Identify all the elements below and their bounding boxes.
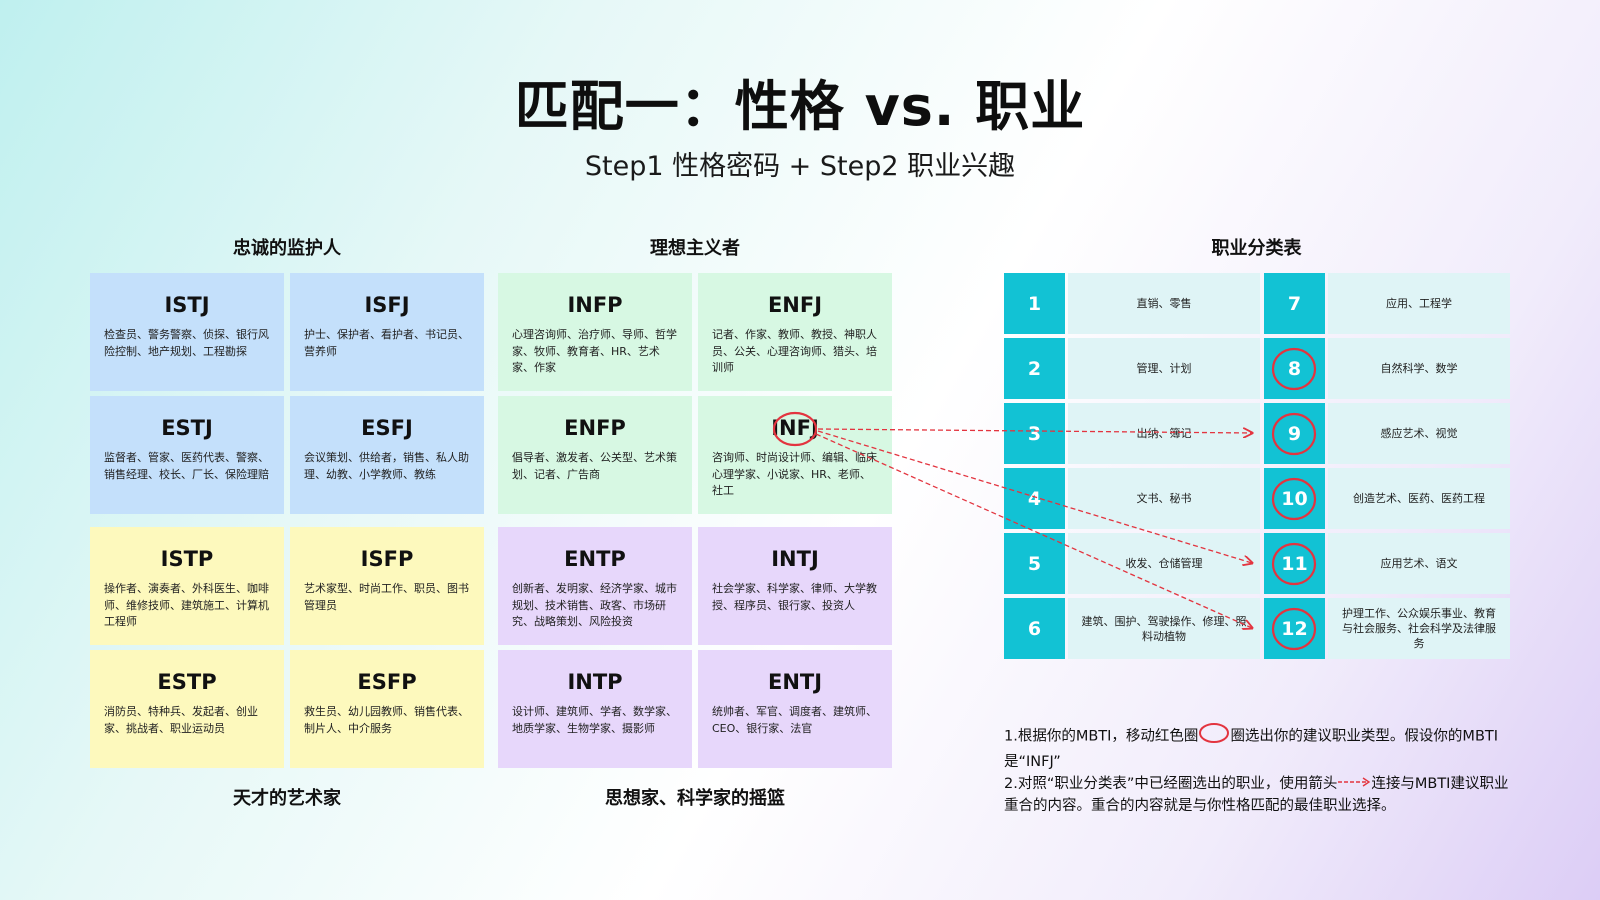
instructions: 1.根据你的MBTI，移动红色圈圈选出你的建议职业类型。假设你的MBTI是“IN… xyxy=(1004,722,1514,817)
mbti-jobs: 记者、作家、教师、教授、神职人员、公关、心理咨询师、猎头、培训师 xyxy=(712,328,877,374)
mbti-card-entp[interactable]: ENTP 创新者、发明家、经济学家、城市规划、技术销售、政客、市场研究、战略策划… xyxy=(498,527,692,645)
career-desc-cell[interactable]: 创造艺术、医药、医药工程 xyxy=(1328,468,1510,529)
career-num-cell[interactable]: 8 xyxy=(1264,338,1325,399)
mbti-card-esfj[interactable]: ESFJ 会议策划、供给者，销售、私人助理、幼教、小学教师、教练 xyxy=(290,396,484,514)
mbti-card-isfp[interactable]: ISFP 艺术家型、时尚工作、职员、图书管理员 xyxy=(290,527,484,645)
red-circle-icon xyxy=(1198,722,1230,751)
group-label-career-table: 职业分类表 xyxy=(1211,238,1302,259)
mbti-jobs: 设计师、建筑师、学者、数学家、地质学家、生物学家、摄影师 xyxy=(512,705,677,735)
mbti-code: ISFJ xyxy=(364,293,410,317)
mbti-code: ISFP xyxy=(360,547,414,571)
career-num-cell[interactable]: 5 xyxy=(1004,533,1065,594)
career-num-cell[interactable]: 9 xyxy=(1264,403,1325,464)
career-num-cell[interactable]: 2 xyxy=(1004,338,1065,399)
mbti-card-infj[interactable]: INFJ 咨询师、时尚设计师、编辑、临床心理学家、小说家、HR、老师、社工 xyxy=(698,396,892,514)
mbti-code: INFP xyxy=(567,293,623,317)
mbti-jobs: 咨询师、时尚设计师、编辑、临床心理学家、小说家、HR、老师、社工 xyxy=(712,451,877,497)
career-num-cell[interactable]: 3 xyxy=(1004,403,1065,464)
mbti-jobs: 操作者、演奏者、外科医生、咖啡师、维修技师、建筑施工、计算机工程师 xyxy=(104,582,269,628)
mbti-jobs: 消防员、特种兵、发起者、创业家、挑战者、职业运动员 xyxy=(104,705,258,735)
career-desc-cell[interactable]: 应用艺术、语文 xyxy=(1328,533,1510,594)
instruction-1b: 圈选出你的建议职业类型。假设你的MBTI是“INFJ” xyxy=(1004,728,1499,771)
mbti-jobs: 创新者、发明家、经济学家、城市规划、技术销售、政客、市场研究、战略策划、风险投资 xyxy=(512,582,677,628)
group-label-thinker: 思想家、科学家的摇篮 xyxy=(605,788,785,809)
page-subtitle: Step1 性格密码 + Step2 职业兴趣 xyxy=(584,151,1016,182)
career-desc-cell[interactable]: 直销、零售 xyxy=(1068,273,1260,334)
mbti-jobs: 会议策划、供给者，销售、私人助理、幼教、小学教师、教练 xyxy=(304,451,469,481)
mbti-code: INTJ xyxy=(771,547,819,571)
mbti-card-entj[interactable]: ENTJ 统帅者、军官、调度者、建筑师、CEO、银行家、法官 xyxy=(698,650,892,768)
mbti-code: ESTP xyxy=(157,670,217,694)
mbti-code: ENTJ xyxy=(767,670,823,694)
career-desc-cell[interactable]: 收发、仓储管理 xyxy=(1068,533,1260,594)
group-label-idealist: 理想主义者 xyxy=(650,238,740,259)
mbti-jobs: 心理咨询师、治疗师、导师、哲学家、牧师、教育者、HR、艺术家、作家 xyxy=(512,328,677,374)
page-title: 匹配一：性格 vs. 职业 xyxy=(514,75,1086,138)
mbti-code: ENTP xyxy=(564,547,626,571)
mbti-card-istp[interactable]: ISTP 操作者、演奏者、外科医生、咖啡师、维修技师、建筑施工、计算机工程师 xyxy=(90,527,284,645)
career-desc-cell[interactable]: 应用、工程学 xyxy=(1328,273,1510,334)
group-label-artist: 天才的艺术家 xyxy=(233,788,341,809)
mbti-code: ISTP xyxy=(160,547,214,571)
career-desc-cell[interactable]: 出纳、簿记 xyxy=(1068,403,1260,464)
instruction-1a: 1.根据你的MBTI，移动红色圈 xyxy=(1004,728,1199,745)
mbti-jobs: 护士、保护者、看护者、书记员、营养师 xyxy=(304,328,469,358)
career-desc-cell[interactable]: 感应艺术、视觉 xyxy=(1328,403,1510,464)
mbti-card-enfp[interactable]: ENFP 倡导者、激发者、公关型、艺术策划、记者、广告商 xyxy=(498,396,692,514)
mbti-jobs: 监督者、管家、医药代表、警察、销售经理、校长、厂长、保险理赔 xyxy=(104,451,269,481)
career-desc-cell[interactable]: 自然科学、数学 xyxy=(1328,338,1510,399)
mbti-card-intj[interactable]: INTJ 社会学家、科学家、律师、大学教授、程序员、银行家、投资人 xyxy=(698,527,892,645)
mbti-jobs: 艺术家型、时尚工作、职员、图书管理员 xyxy=(304,582,469,612)
mbti-code: ISTJ xyxy=(164,293,210,317)
career-num-cell[interactable]: 1 xyxy=(1004,273,1065,334)
career-num-cell[interactable]: 10 xyxy=(1264,468,1325,529)
mbti-code: INTP xyxy=(567,670,623,694)
mbti-jobs: 救生员、幼儿园教师、销售代表、制片人、中介服务 xyxy=(304,705,469,735)
dashed-arrow-icon xyxy=(1337,773,1371,795)
career-num-cell[interactable]: 4 xyxy=(1004,468,1065,529)
mbti-code: ENFJ xyxy=(767,293,823,317)
career-desc-cell[interactable]: 建筑、围护、驾驶操作、修理、照料动植物 xyxy=(1068,598,1260,659)
career-num-cell[interactable]: 7 xyxy=(1264,273,1325,334)
career-num-cell[interactable]: 6 xyxy=(1004,598,1065,659)
career-desc-cell[interactable]: 护理工作、公众娱乐事业、教育与社会服务、社会科学及法律服务 xyxy=(1328,598,1510,659)
career-num-cell[interactable]: 11 xyxy=(1264,533,1325,594)
group-label-guardian: 忠诚的监护人 xyxy=(233,238,341,259)
mbti-jobs: 统帅者、军官、调度者、建筑师、CEO、银行家、法官 xyxy=(712,705,877,735)
mbti-card-estp[interactable]: ESTP 消防员、特种兵、发起者、创业家、挑战者、职业运动员 xyxy=(90,650,284,768)
mbti-card-infp[interactable]: INFP 心理咨询师、治疗师、导师、哲学家、牧师、教育者、HR、艺术家、作家 xyxy=(498,273,692,391)
mbti-jobs: 倡导者、激发者、公关型、艺术策划、记者、广告商 xyxy=(512,451,677,481)
mbti-card-istj[interactable]: ISTJ 检查员、警务警察、侦探、银行风险控制、地产规划、工程勘探 xyxy=(90,273,284,391)
mbti-card-intp[interactable]: INTP 设计师、建筑师、学者、数学家、地质学家、生物学家、摄影师 xyxy=(498,650,692,768)
mbti-card-isfj[interactable]: ISFJ 护士、保护者、看护者、书记员、营养师 xyxy=(290,273,484,391)
mbti-code: ESTJ xyxy=(161,416,213,440)
mbti-code: INFJ xyxy=(771,416,819,440)
career-desc-cell[interactable]: 管理、计划 xyxy=(1068,338,1260,399)
mbti-card-enfj[interactable]: ENFJ 记者、作家、教师、教授、神职人员、公关、心理咨询师、猎头、培训师 xyxy=(698,273,892,391)
career-desc-cell[interactable]: 文书、秘书 xyxy=(1068,468,1260,529)
mbti-jobs: 社会学家、科学家、律师、大学教授、程序员、银行家、投资人 xyxy=(712,582,877,612)
mbti-card-estj[interactable]: ESTJ 监督者、管家、医药代表、警察、销售经理、校长、厂长、保险理赔 xyxy=(90,396,284,514)
career-num-cell[interactable]: 12 xyxy=(1264,598,1325,659)
mbti-code: ESFP xyxy=(357,670,417,694)
mbti-code: ENFP xyxy=(564,416,626,440)
mbti-jobs: 检查员、警务警察、侦探、银行风险控制、地产规划、工程勘探 xyxy=(104,328,269,358)
mbti-code: ESFJ xyxy=(361,416,413,440)
instruction-2a: 2.对照“职业分类表”中已经圈选出的职业，使用箭头 xyxy=(1004,776,1338,792)
instruction-2b: 连接与MBTI建议职业重合的内容。重合的内容就是与你性格匹配的最佳职业选择。 xyxy=(1004,776,1509,814)
mbti-card-esfp[interactable]: ESFP 救生员、幼儿园教师、销售代表、制片人、中介服务 xyxy=(290,650,484,768)
